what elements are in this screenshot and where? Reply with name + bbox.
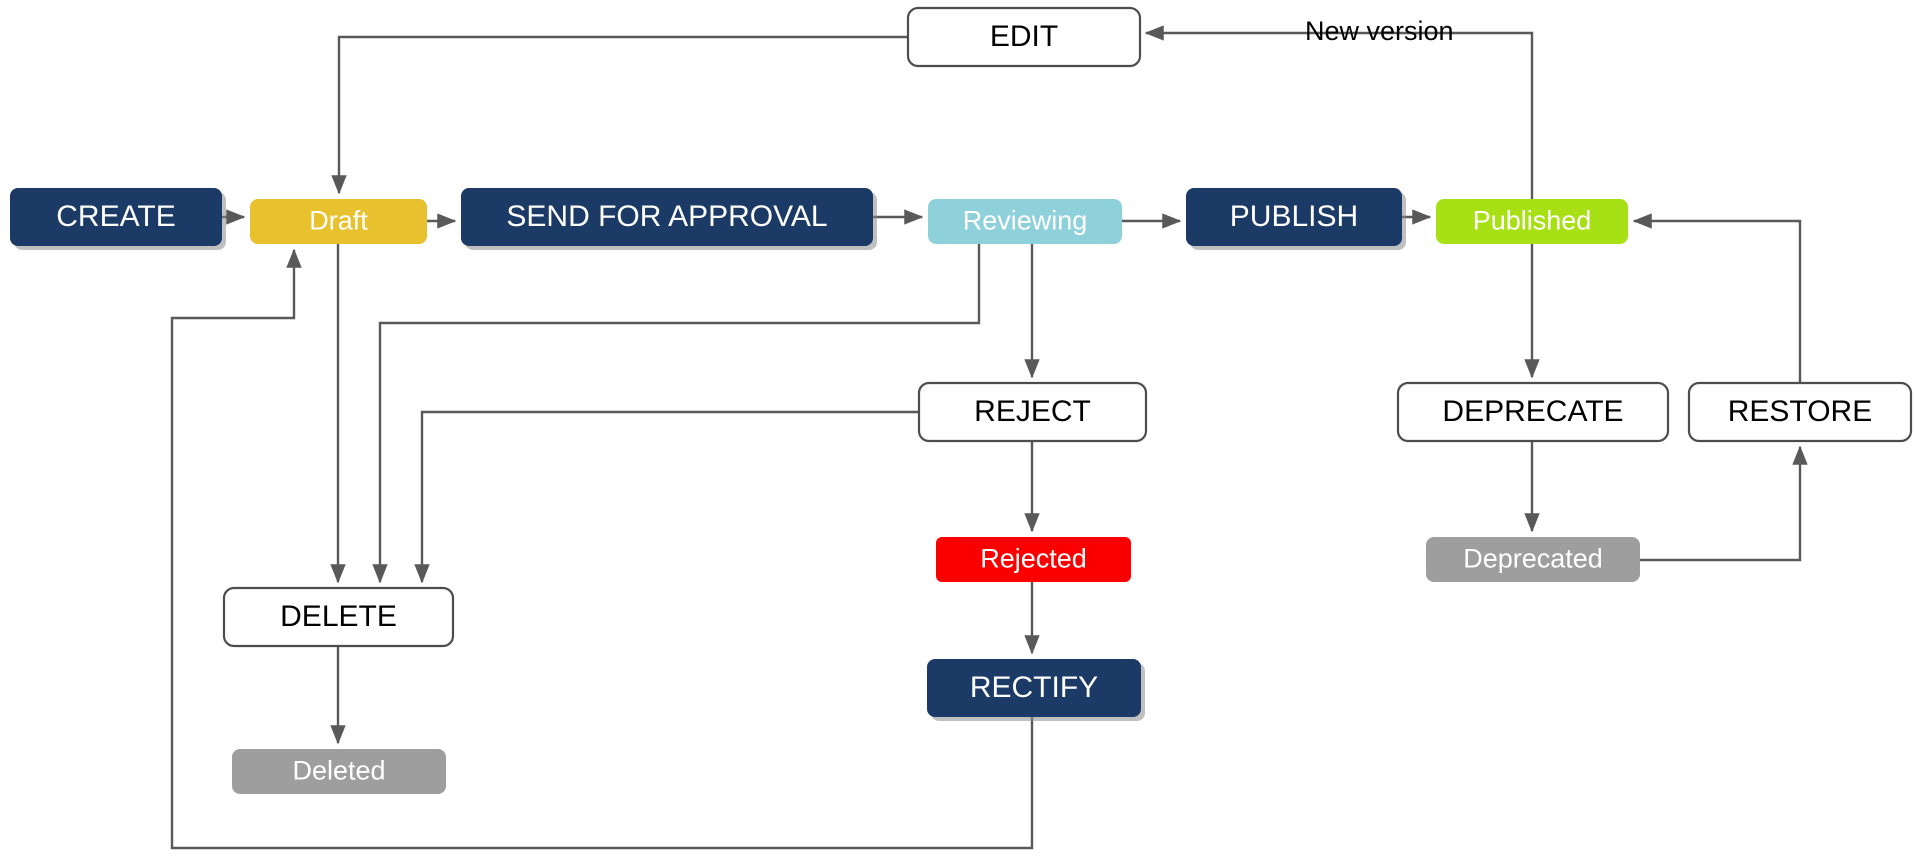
edge-published-edit [1144,25,1534,199]
node-box-deprecate[interactable] [1396,381,1670,443]
node-label-rejected: Rejected [980,544,1087,574]
node-label-send: SEND FOR APPROVAL [506,200,827,233]
node-create[interactable]: CREATE [10,188,226,250]
node-deleted[interactable]: Deleted [232,749,446,794]
node-label-reject: REJECT [974,395,1091,428]
node-label-publish: PUBLISH [1230,200,1358,233]
node-draft[interactable]: Draft [250,199,427,244]
node-box-published[interactable] [1436,199,1628,244]
edge-rectify-draft [170,248,1034,850]
node-rejected[interactable]: Rejected [936,537,1131,582]
edge-reviewing-delete [372,244,981,584]
node-box-create[interactable] [10,188,222,246]
node-send[interactable]: SEND FOR APPROVAL [461,188,877,250]
edge-restore-published [1632,213,1802,383]
node-reviewing[interactable]: Reviewing [928,199,1122,244]
node-label-published: Published [1473,206,1592,236]
edge-reject-delete [414,410,919,584]
edges-layer [170,25,1808,850]
edge-label-new-version-label: New version [1305,16,1454,46]
node-label-edit: EDIT [990,20,1058,53]
node-label-draft: Draft [309,206,368,236]
node-label-rectify: RECTIFY [970,671,1098,704]
node-box-rectify[interactable] [927,659,1141,717]
node-label-deprecated: Deprecated [1463,544,1603,574]
node-label-restore: RESTORE [1728,395,1872,428]
node-box-reviewing[interactable] [928,199,1122,244]
node-box-publish[interactable] [1186,188,1402,246]
node-box-rejected[interactable] [936,537,1131,582]
node-label-deprecate: DEPRECATE [1442,395,1623,428]
node-box-send[interactable] [461,188,873,246]
node-box-deprecated[interactable] [1426,537,1640,582]
node-edit[interactable]: EDIT [906,6,1142,68]
node-restore[interactable]: RESTORE [1687,381,1913,443]
node-box-reject[interactable] [917,381,1148,443]
node-reject[interactable]: REJECT [917,381,1148,443]
node-box-restore[interactable] [1687,381,1913,443]
nodes-layer: CREATE Draft SEND FOR APPROVAL Reviewing PUB… [10,6,1913,794]
node-published[interactable]: Published [1436,199,1628,244]
node-publish[interactable]: PUBLISH [1186,188,1406,250]
node-deprecated[interactable]: Deprecated [1426,537,1640,582]
node-box-deleted[interactable] [232,749,446,794]
node-box-draft[interactable] [250,199,427,244]
node-box-edit[interactable] [906,6,1142,68]
node-box-delete[interactable] [222,586,455,648]
node-label-delete: DELETE [280,600,397,633]
node-rectify[interactable]: RECTIFY [927,659,1145,721]
node-deprecate[interactable]: DEPRECATE [1396,381,1670,443]
node-delete[interactable]: DELETE [222,586,455,648]
edge-edit-draft [331,35,908,195]
node-label-reviewing: Reviewing [963,206,1088,236]
edge-labels-layer: New version [1305,16,1454,46]
edge-deprecated-restore [1640,445,1808,562]
node-label-deleted: Deleted [292,756,385,786]
node-label-create: CREATE [56,200,175,233]
